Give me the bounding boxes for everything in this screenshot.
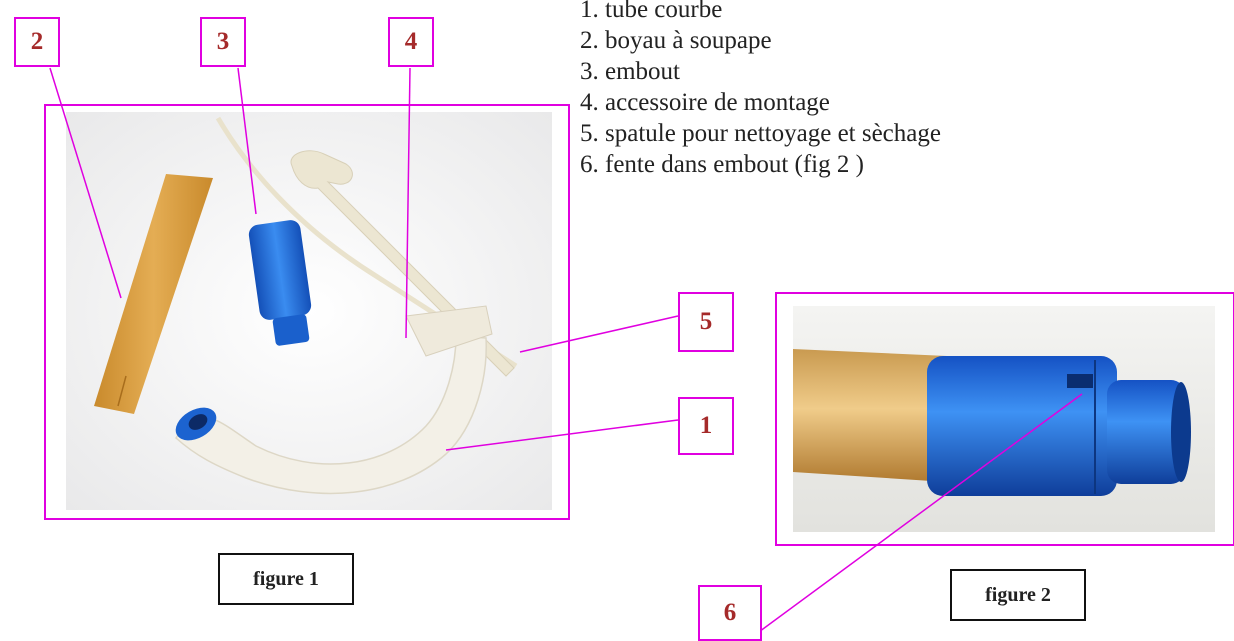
legend-item-2: 2. boyau à soupape: [580, 25, 941, 56]
figure-1-frame: [44, 104, 570, 520]
slot-in-cap: [1067, 374, 1093, 388]
legend-item-5: 5. spatule pour nettoyage et sèchage: [580, 118, 941, 149]
figure-1-photo: [46, 106, 568, 518]
valve-hose: [793, 349, 947, 482]
figure-1-caption: figure 1: [218, 553, 354, 605]
callout-3: 3: [200, 17, 246, 67]
legend: 1. tube courbe 2. boyau à soupape 3. emb…: [580, 0, 941, 180]
legend-item-1: 1. tube courbe: [580, 0, 941, 25]
figure-2-photo: [777, 294, 1233, 544]
figure-2-frame: [775, 292, 1234, 546]
callout-5: 5: [678, 292, 734, 352]
legend-item-6: 6. fente dans embout (fig 2 ): [580, 149, 941, 180]
callout-6: 6: [698, 585, 762, 641]
figure-2-caption: figure 2: [950, 569, 1086, 621]
legend-item-3: 3. embout: [580, 56, 941, 87]
callout-1: 1: [678, 397, 734, 455]
callout-4: 4: [388, 17, 434, 67]
callout-2: 2: [14, 17, 60, 67]
legend-item-4: 4. accessoire de montage: [580, 87, 941, 118]
